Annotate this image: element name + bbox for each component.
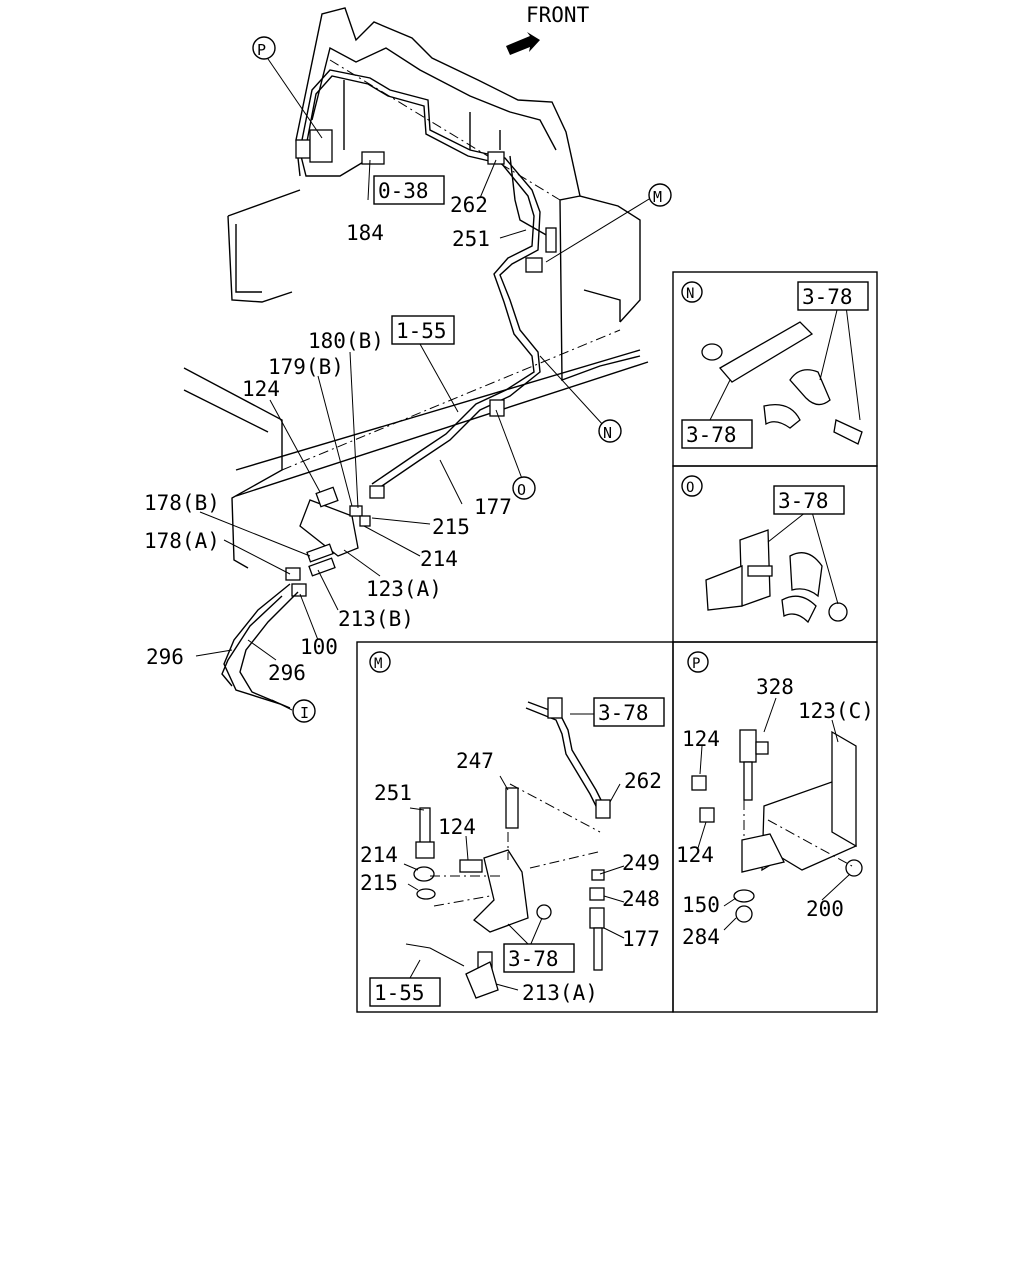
ref-3-78-o: 3-78	[778, 489, 829, 513]
panel-p: P 328 123(C) 124 124 150 200 284	[676, 651, 874, 949]
ref-box-n-bottom[interactable]	[681, 419, 753, 449]
callout-circles: P M N O I	[252, 36, 672, 723]
ref-3-78-n-bottom: 3-78	[686, 423, 737, 447]
panel-o-title: O	[686, 480, 694, 496]
label-m-214: 214	[360, 843, 398, 867]
ref-box-m-top[interactable]	[593, 697, 665, 727]
label-251: 251	[452, 227, 490, 251]
ref-1-55-m: 1-55	[374, 981, 425, 1005]
label-177: 177	[474, 495, 512, 519]
label-213b: 213(B)	[338, 607, 414, 631]
ref-0-38: 0-38	[378, 179, 429, 203]
svg-text:N: N	[603, 424, 612, 442]
label-m-262: 262	[624, 769, 662, 793]
front-arrow-icon	[506, 32, 540, 55]
label-m-215: 215	[360, 871, 398, 895]
ref-box-m-1-55[interactable]	[369, 977, 441, 1007]
detail-panels	[356, 271, 878, 1013]
leader-lines	[195, 55, 655, 711]
callout-n[interactable]	[598, 419, 622, 443]
callout-o[interactable]	[512, 476, 536, 500]
label-p-200: 200	[806, 897, 844, 921]
label-296-b: 296	[268, 661, 306, 685]
panel-m: M 3-78 3-78	[360, 651, 665, 1007]
label-180b: 180(B)	[308, 329, 384, 353]
panel-m-title: M	[374, 656, 382, 672]
label-m-251: 251	[374, 781, 412, 805]
svg-text:P: P	[257, 41, 266, 59]
panel-o: O 3-78	[681, 475, 848, 624]
label-p-150: 150	[682, 893, 720, 917]
fitting-184	[361, 151, 385, 165]
ref-box-o[interactable]	[773, 485, 845, 515]
svg-text:M: M	[653, 188, 662, 206]
label-m-247: 247	[456, 749, 494, 773]
label-p-328: 328	[756, 675, 794, 699]
label-m-249: 249	[622, 851, 660, 875]
panel-n-title: N	[686, 286, 694, 302]
label-p-123c: 123(C)	[798, 699, 874, 723]
label-262: 262	[450, 193, 488, 217]
ref-box-1-55-main[interactable]	[391, 315, 455, 345]
ref-3-78-m-top: 3-78	[598, 701, 649, 725]
ref-3-78-n-top: 3-78	[802, 285, 853, 309]
label-m-124: 124	[438, 815, 476, 839]
callout-p[interactable]	[252, 36, 276, 60]
front-label: FRONT	[526, 3, 590, 27]
label-100: 100	[300, 635, 338, 659]
label-m-177: 177	[622, 927, 660, 951]
label-m-213a: 213(A)	[522, 981, 598, 1005]
label-296-a: 296	[146, 645, 184, 669]
front-indicator: FRONT	[506, 3, 590, 55]
label-178b: 178(B)	[144, 491, 220, 515]
ref-1-55-main: 1-55	[396, 319, 447, 343]
svg-text:O: O	[517, 481, 526, 499]
brake-pipes	[295, 69, 557, 491]
label-123a: 123(A)	[366, 577, 442, 601]
ref-box-m-bottom[interactable]	[503, 943, 575, 973]
label-215: 215	[432, 515, 470, 539]
svg-text:I: I	[300, 704, 309, 722]
callout-m[interactable]	[648, 183, 672, 207]
label-m-248: 248	[622, 887, 660, 911]
panel-n: N 3-78 3-78	[681, 281, 869, 449]
label-p-124-a: 124	[682, 727, 720, 751]
label-179b: 179(B)	[268, 355, 344, 379]
label-124: 124	[242, 377, 280, 401]
panel-p-title: P	[692, 656, 700, 672]
label-p-284: 284	[682, 925, 720, 949]
ref-3-78-m-bottom: 3-78	[508, 947, 559, 971]
label-214: 214	[420, 547, 458, 571]
label-184: 184	[346, 221, 384, 245]
label-p-124-b: 124	[676, 843, 714, 867]
junction-block	[221, 485, 385, 709]
callout-i[interactable]	[292, 699, 316, 723]
label-178a: 178(A)	[144, 529, 220, 553]
ref-box-n-top[interactable]	[797, 281, 869, 311]
chassis-frame	[183, 7, 649, 569]
ref-box-0-38[interactable]	[373, 175, 445, 205]
